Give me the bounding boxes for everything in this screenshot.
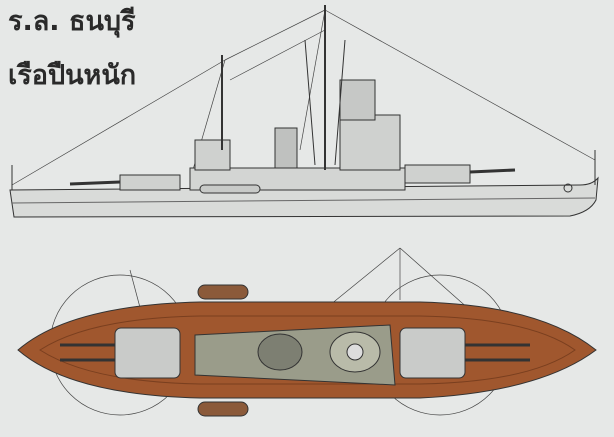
aft-turret-side bbox=[119, 174, 181, 191]
funnel bbox=[274, 127, 298, 169]
ship-type-subtitle: เรือปืนหนัก bbox=[8, 60, 137, 91]
fore-turret-side bbox=[404, 164, 471, 184]
hull-side bbox=[9, 176, 599, 218]
rigging-lines bbox=[11, 9, 596, 186]
funnel-plan bbox=[257, 333, 303, 371]
plan-view bbox=[17, 247, 597, 417]
bridge bbox=[339, 114, 401, 171]
boat-starboard bbox=[197, 401, 249, 417]
ship-name-title: ร.ล. ธนบุรี bbox=[8, 6, 136, 37]
aft-turret-plan bbox=[114, 327, 181, 379]
side-profile-view bbox=[9, 5, 599, 218]
fore-turret-plan bbox=[399, 327, 466, 379]
boat-port bbox=[197, 284, 249, 300]
